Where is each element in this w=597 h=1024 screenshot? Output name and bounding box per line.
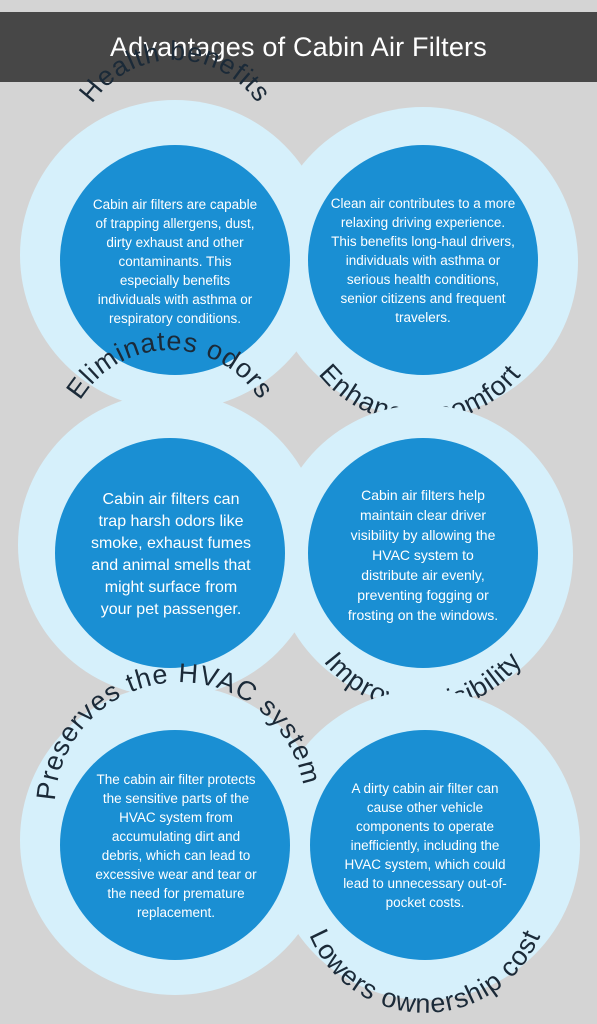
circle-right-3 bbox=[310, 730, 540, 960]
lowers-ownership-cost-text: A dirty cabin air filter can cause other… bbox=[343, 780, 507, 910]
circle-left-3 bbox=[60, 730, 290, 960]
eliminates-odors-text: Cabin air filters can trap harsh odors l… bbox=[90, 491, 252, 618]
enhances-comfort-text: Clean air contributes to a more relaxing… bbox=[330, 195, 516, 325]
arc-heading-health: Health benefits bbox=[73, 36, 277, 108]
page-title: Advantages of Cabin Air Filters bbox=[0, 12, 597, 82]
preserves-hvac-text: The cabin air filter protects the sensit… bbox=[95, 772, 257, 920]
circle-left-1 bbox=[60, 145, 290, 375]
improves-visibility-text: Cabin air filters help maintain clear dr… bbox=[347, 487, 499, 623]
circle-right-2 bbox=[308, 438, 538, 668]
circle-right-1 bbox=[308, 145, 538, 375]
circle-left-2 bbox=[55, 438, 285, 668]
health-benefits-text: Cabin air filters are capable of trappin… bbox=[92, 196, 258, 326]
